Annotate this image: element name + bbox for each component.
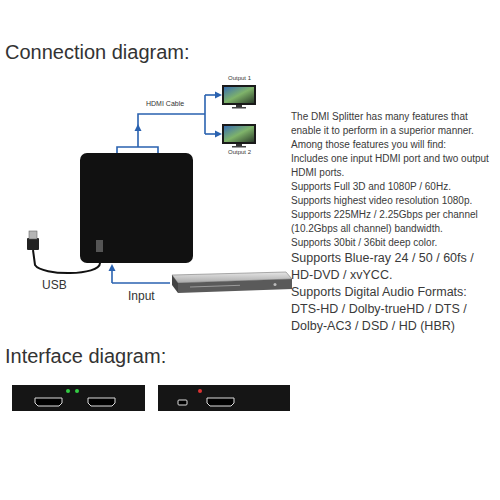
output-label: Output 2: [228, 149, 251, 156]
port-label: Input: [128, 289, 155, 303]
feature-list: The DMI Splitter has many features that …: [291, 110, 498, 335]
monitor-icon: [222, 124, 256, 148]
feature-text: Supports Blue-ray 24 / 50 / 60fs / HD-DV…: [291, 250, 498, 284]
cable-label: HDMI Cable: [146, 100, 184, 108]
feature-text: Supports 225MHz / 2.25Gbps per channel (…: [291, 208, 498, 236]
feature-text: Supports 30bit / 36bit deep color.: [291, 236, 498, 250]
port-label: USB: [42, 278, 67, 292]
monitor-icon: [222, 85, 256, 109]
feature-text: The DMI Splitter has many features that …: [291, 110, 498, 152]
hdmi-cable: [112, 95, 219, 283]
feature-text: Includes one input HDMI port and two out…: [291, 152, 498, 180]
dvd-player: [172, 272, 292, 293]
splitter-box: [80, 153, 193, 263]
interface-panel: [12, 385, 145, 411]
section-heading: Interface diagram:: [5, 344, 166, 368]
usb-connector: [96, 240, 103, 252]
usb-plug-tip: [29, 231, 37, 239]
feature-text: Supports Full 3D and 1080P / 60Hz.: [291, 180, 498, 194]
feature-text: Supports highest video resolution 1080p.: [291, 194, 498, 208]
feature-text: Supports Digital Audio Formats: DTS-HD /…: [291, 284, 498, 335]
output-label: Output 1: [228, 75, 251, 82]
arrow-heads: [109, 92, 223, 272]
usb-cable: [33, 250, 100, 273]
usb-plug: [27, 238, 39, 250]
interface-panel: [158, 385, 290, 411]
diagram-title: Connection diagram:: [5, 40, 190, 64]
